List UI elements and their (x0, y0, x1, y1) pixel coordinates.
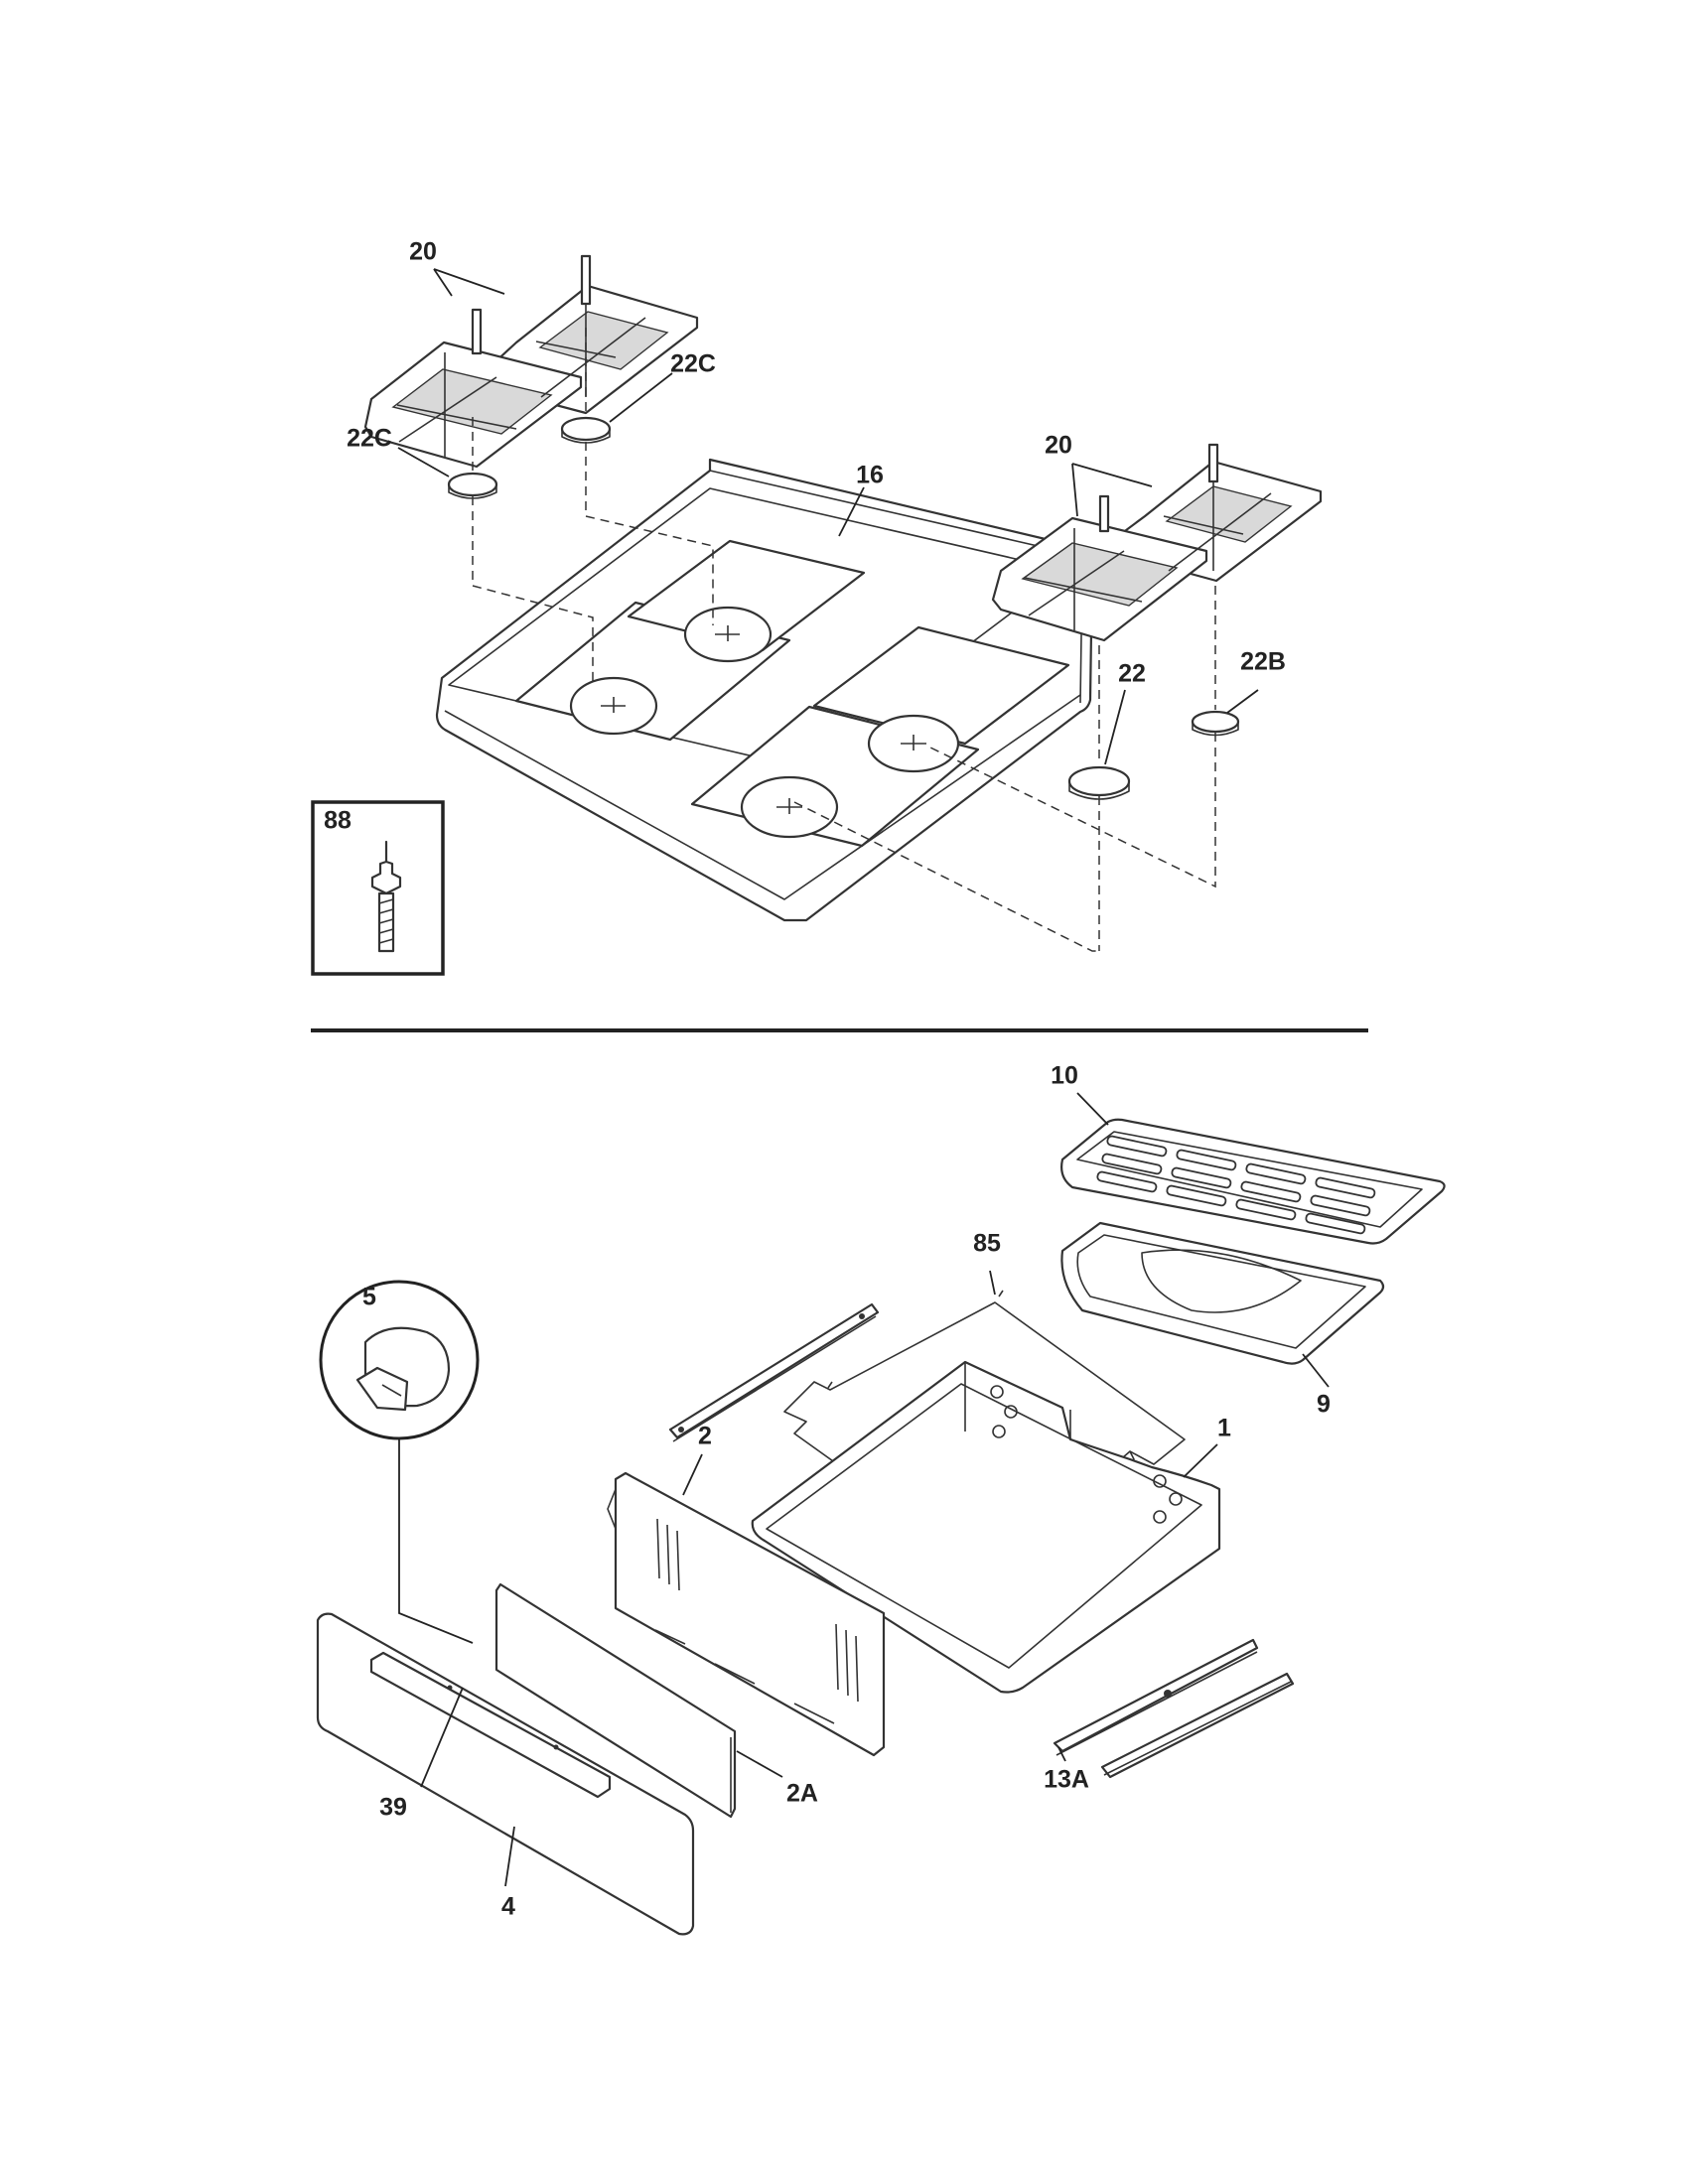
label-16: 16 (856, 462, 884, 489)
drawer-panel-part (494, 1582, 737, 1819)
upper-rail-part (668, 1302, 880, 1442)
label-10: 10 (1051, 1062, 1078, 1090)
label-88: 88 (324, 807, 352, 835)
inset-88 (311, 800, 445, 976)
label-4: 4 (501, 1893, 515, 1921)
label-22b: 22B (1240, 648, 1286, 676)
drawer-body-part (751, 1360, 1221, 1694)
right-grates-part (991, 443, 1323, 642)
label-85: 85 (973, 1230, 1001, 1258)
label-5: 5 (362, 1284, 376, 1311)
label-20-left: 20 (409, 238, 437, 266)
label-2a: 2A (786, 1780, 818, 1808)
label-22c-upper: 22C (670, 350, 716, 378)
knob-detail-part (319, 1280, 480, 1644)
leader-lines (397, 268, 1330, 1887)
label-2: 2 (698, 1423, 712, 1450)
broiler-grid-part (1060, 1118, 1446, 1245)
callout-labels: 20 22C 22C 16 20 22 22B 88 10 9 85 5 1 2… (324, 238, 1331, 1921)
drawer-back-part (607, 1471, 886, 1757)
label-13a: 13A (1044, 1766, 1089, 1794)
cooktop-part (435, 458, 1094, 922)
label-9: 9 (1317, 1391, 1331, 1419)
burner-caps (447, 416, 1240, 800)
left-grates-part (363, 254, 699, 469)
drawer-front-part (316, 1612, 695, 1936)
alignment-lines (472, 328, 1216, 952)
label-20-right: 20 (1045, 432, 1072, 460)
label-39: 39 (379, 1794, 407, 1822)
label-22: 22 (1118, 660, 1146, 688)
drawer-slides-part (1053, 1638, 1295, 1779)
grid-slots (1096, 1135, 1376, 1235)
label-1: 1 (1217, 1415, 1231, 1442)
broiler-pan-part (1060, 1221, 1385, 1365)
section-divider (311, 1028, 1368, 1032)
label-22c-lower: 22C (347, 425, 392, 453)
